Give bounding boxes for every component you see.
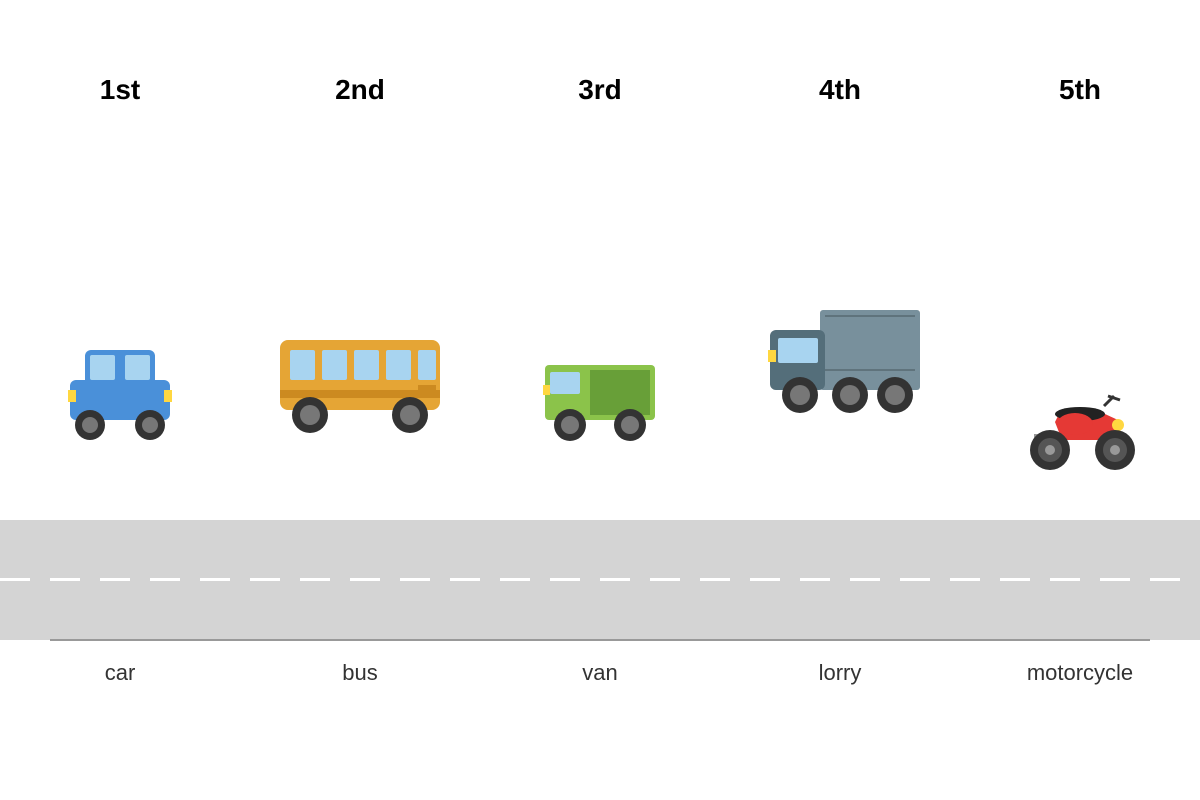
ordinal-5: 5th <box>1059 74 1101 105</box>
vehicle-name-1: car <box>104 660 136 685</box>
ordinal-row: 1st 2nd 3rd 4th 5th <box>0 72 1200 108</box>
bus-icon <box>280 340 440 433</box>
motorcycle-icon <box>1030 394 1135 470</box>
lane-marking <box>0 578 1180 581</box>
road-edge-line <box>50 639 1150 641</box>
van-icon <box>543 365 655 441</box>
vehicle-name-2: bus <box>342 660 378 685</box>
vehicle-name-5: motorcycle <box>1026 660 1134 685</box>
ordinal-4: 4th <box>819 74 861 105</box>
ordinal-3: 3rd <box>578 74 622 105</box>
vehicle-name-row: car bus van lorry motorcycle <box>0 660 1200 686</box>
ordinal-2: 2nd <box>335 74 385 105</box>
vehicle-name-3: van <box>582 660 618 685</box>
car-icon <box>68 350 172 440</box>
lorry-icon <box>768 310 920 413</box>
ordinal-1: 1st <box>99 74 141 105</box>
vehicle-name-4: lorry <box>818 660 862 685</box>
